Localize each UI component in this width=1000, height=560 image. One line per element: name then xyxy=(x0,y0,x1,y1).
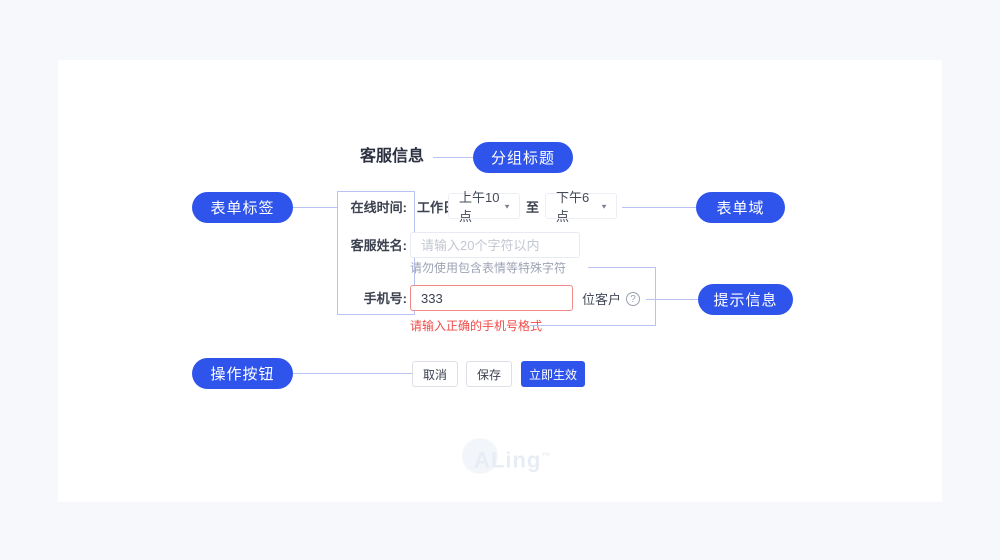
phone-suffix: 位客户 xyxy=(582,292,622,307)
content-card xyxy=(58,60,942,502)
connector-line-hint-info xyxy=(646,299,698,300)
online-time-day-text: 工作日 xyxy=(417,200,457,215)
annotation-pill-action-buttons: 操作按钮 xyxy=(192,358,293,389)
connector-line-hint xyxy=(588,267,655,268)
end-time-value: 下午6点 xyxy=(556,190,590,224)
connector-line-action-buttons xyxy=(293,373,412,374)
save-button[interactable]: 保存 xyxy=(466,361,512,387)
online-time-joiner: 至 xyxy=(526,200,540,215)
chevron-down-icon: ▼ xyxy=(503,202,511,210)
agent-name-label: 客服姓名: xyxy=(350,238,407,253)
connector-bracket-vertical xyxy=(655,267,656,326)
start-time-value: 上午10点 xyxy=(459,190,500,224)
start-time-select[interactable]: 上午10点 ▼ xyxy=(448,190,520,224)
end-time-select[interactable]: 下午6点 ▼ xyxy=(545,190,617,224)
watermark-logo: ALing™ xyxy=(474,443,551,473)
help-icon[interactable]: ? xyxy=(626,292,640,306)
online-time-label: 在线时间: xyxy=(350,200,407,215)
cancel-button[interactable]: 取消 xyxy=(412,361,458,387)
annotation-pill-hint-info: 提示信息 xyxy=(698,284,793,315)
watermark-text: ALing xyxy=(474,447,542,473)
section-title: 客服信息 xyxy=(360,148,425,165)
connector-line-section-title xyxy=(433,157,473,158)
apply-button[interactable]: 立即生效 xyxy=(521,361,585,387)
annotation-pill-group-title: 分组标题 xyxy=(473,142,573,173)
chevron-down-icon: ▼ xyxy=(600,202,608,210)
annotation-pill-form-label: 表单标签 xyxy=(192,192,293,223)
agent-name-input[interactable] xyxy=(410,232,580,258)
annotation-pill-form-field: 表单域 xyxy=(696,192,785,223)
phone-error: 请输入正确的手机号格式 xyxy=(410,319,543,333)
agent-name-hint: 请勿使用包含表情等特殊字符 xyxy=(410,261,567,275)
connector-line-form-field xyxy=(622,207,696,208)
phone-label: 手机号: xyxy=(363,291,407,306)
watermark-circle xyxy=(462,438,498,474)
connector-line-form-label xyxy=(293,207,337,208)
trademark-icon: ™ xyxy=(541,451,552,461)
connector-line-error xyxy=(530,325,655,326)
phone-input[interactable] xyxy=(410,285,573,311)
